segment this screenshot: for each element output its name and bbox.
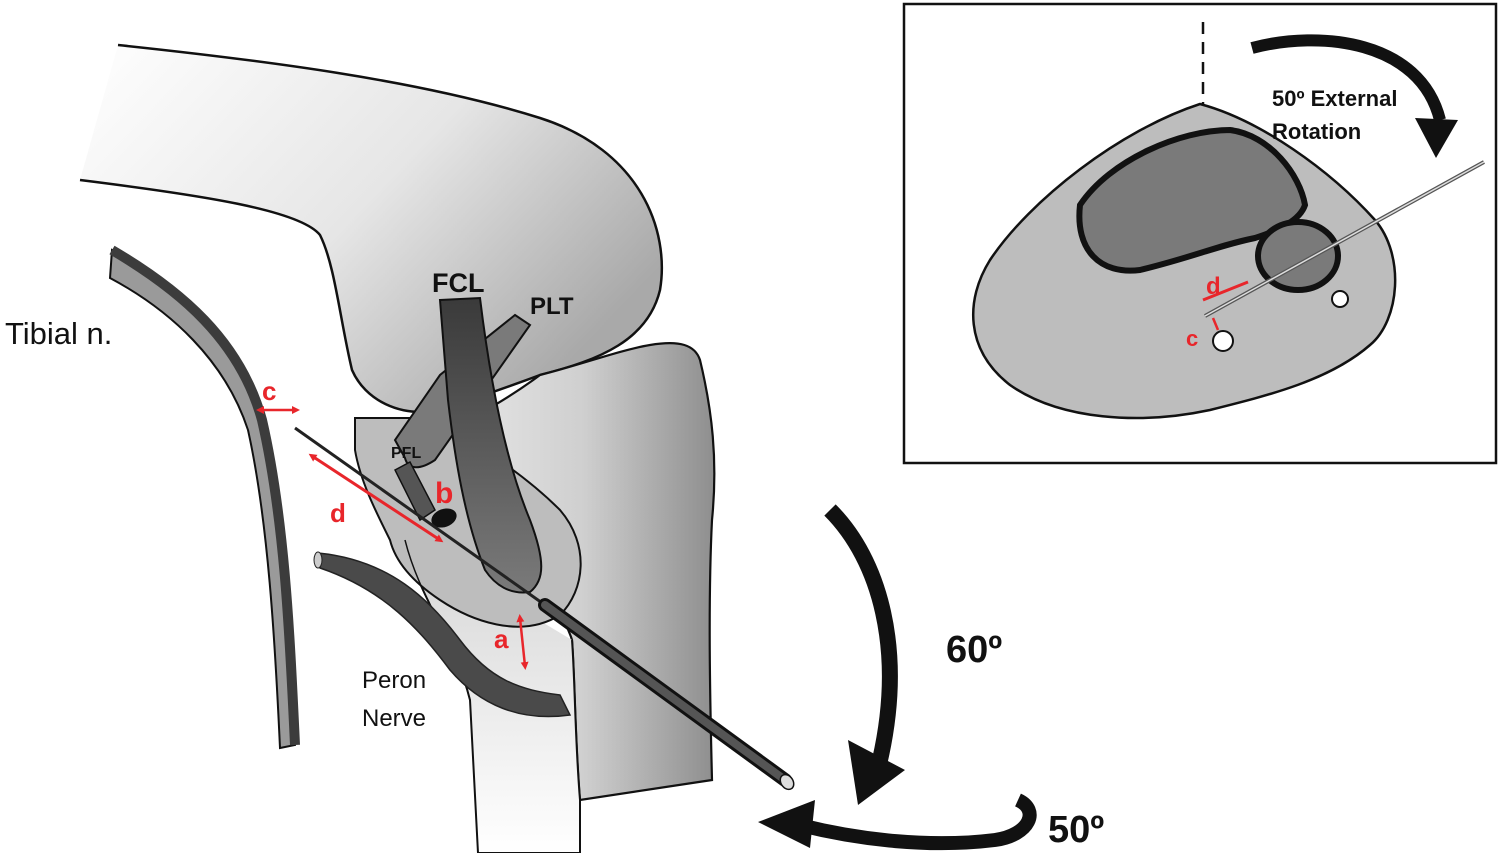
arrow-a <box>516 614 529 670</box>
inset-c-marker <box>1211 317 1220 331</box>
plt-label: PLT <box>530 293 574 320</box>
b-label: b <box>435 477 453 510</box>
femur <box>79 43 664 414</box>
inset-panel: 50º External Rotation d c <box>902 2 1498 465</box>
inset-hole-c <box>1212 330 1234 352</box>
inset-c-label: c <box>1186 326 1198 351</box>
inset-rotation-arrow <box>1250 34 1446 122</box>
peron-nerve-label-line2: Nerve <box>362 705 426 732</box>
inset-title-line2: Rotation <box>1272 119 1361 144</box>
measurement-arrows <box>256 406 529 670</box>
angle-60-label: 60º <box>946 629 1002 671</box>
tibial-nerve-label: Tibial n. <box>5 316 112 351</box>
inset-title-line1: 50º External <box>1272 86 1397 111</box>
fcl-label: FCL <box>432 268 484 298</box>
d-label: d <box>330 498 346 528</box>
fcl-ligament <box>438 296 543 594</box>
a-label: a <box>494 624 509 654</box>
arrow-d <box>308 453 444 543</box>
pfl-label: PFL <box>391 445 421 462</box>
inset-fibula-section <box>1255 219 1341 293</box>
c-label: c <box>262 376 276 406</box>
inset-d-marker <box>1202 280 1249 302</box>
tibial-nerve <box>108 245 300 750</box>
rotation-arrow-50 <box>758 793 1037 851</box>
inset-inner-region <box>1076 126 1309 274</box>
angle-50-label: 50º <box>1048 809 1104 851</box>
peroneal-nerve <box>313 551 572 718</box>
rotation-arrow-60 <box>824 504 905 805</box>
peron-nerve-label-line1: Peron <box>362 667 426 694</box>
inset-hole-small <box>1331 290 1349 308</box>
inset-d-label: d <box>1206 273 1221 300</box>
